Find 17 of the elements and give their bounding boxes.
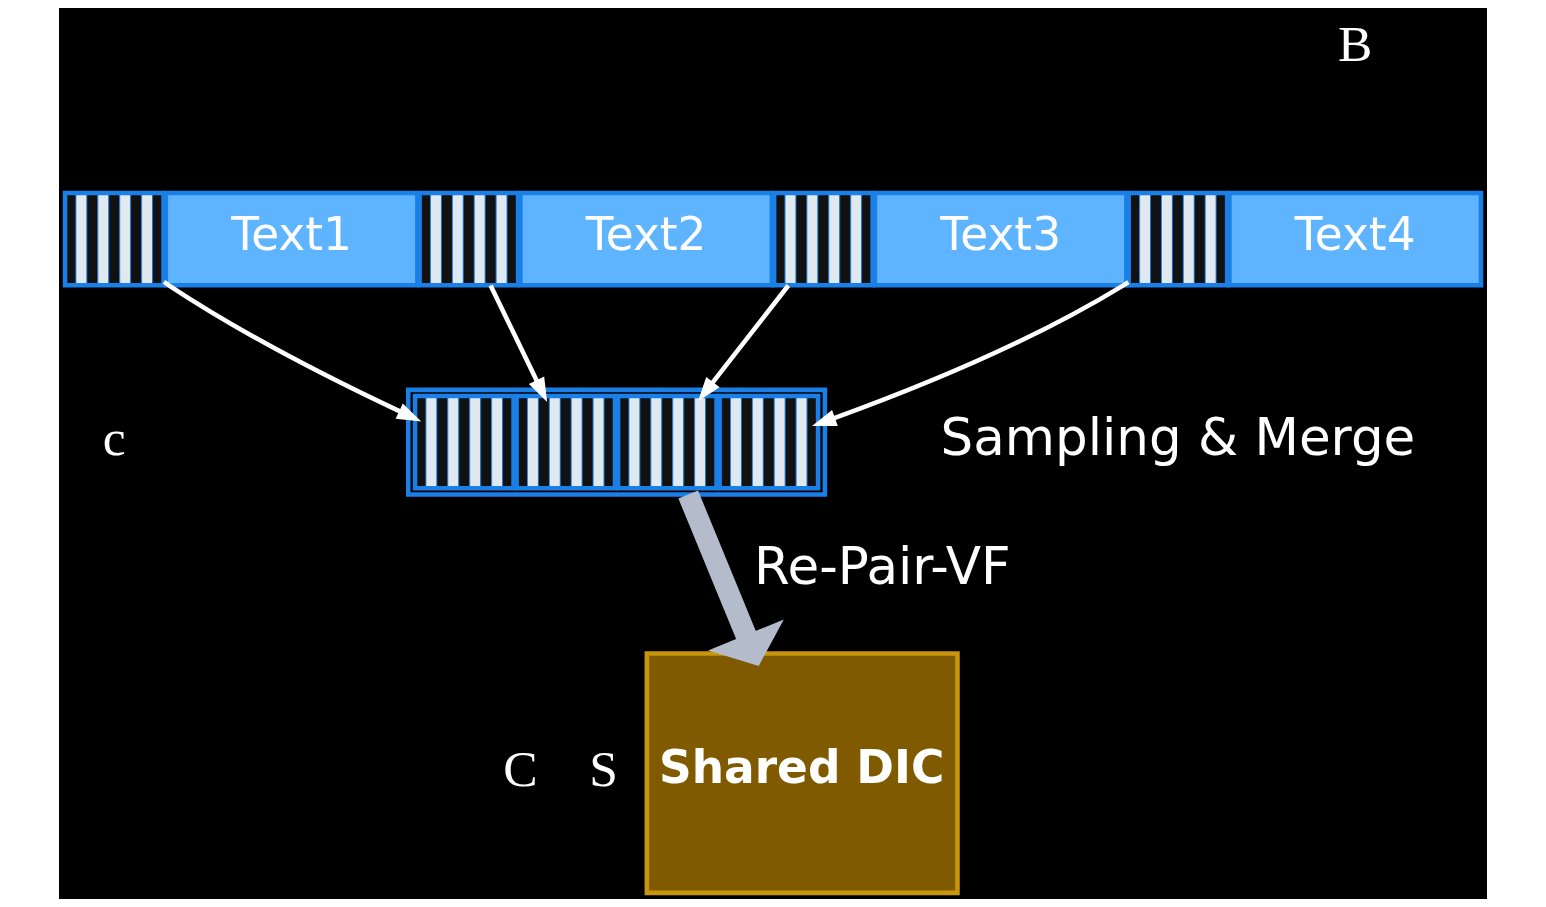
label: Sampling & Merge — [940, 407, 1416, 468]
node-box: Text1 — [163, 190, 420, 288]
edge-label: Re-Pair-VF — [753, 536, 1011, 597]
node-box: Text2 — [518, 190, 775, 288]
arrow — [812, 280, 1130, 427]
arrow — [698, 284, 791, 402]
node-box: Text3 — [872, 190, 1129, 288]
label: C — [503, 740, 538, 798]
label: c — [102, 409, 126, 467]
node-label: S — [589, 740, 619, 798]
node-box: Text4 — [1227, 190, 1484, 288]
label: B — [1338, 15, 1373, 73]
arrow — [678, 490, 784, 666]
arrow — [488, 284, 548, 403]
node-box: Shared DIC — [644, 651, 960, 896]
arrow — [162, 280, 422, 422]
cluster — [405, 387, 828, 497]
